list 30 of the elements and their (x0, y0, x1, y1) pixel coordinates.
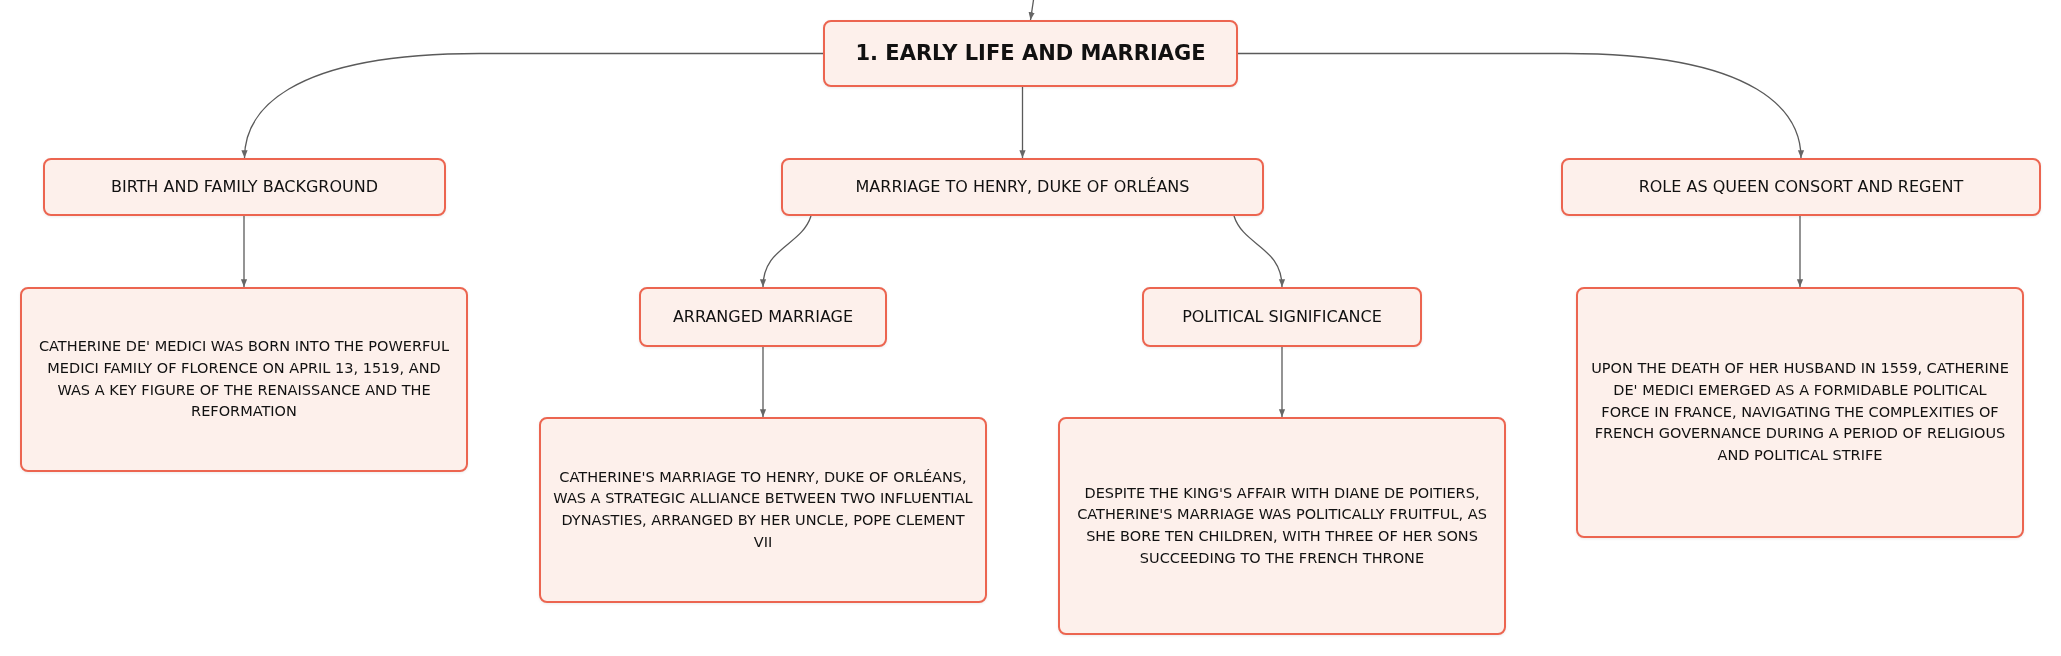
topic-box (639, 287, 887, 347)
topic-label: POLITICAL SIGNIFICANCE (1182, 307, 1382, 327)
connector-arrow (759, 346, 767, 418)
description-text: UPON THE DEATH OF HER HUSBAND IN 1559, CATHERINE DE' MEDICI EMERGED AS A FORMIDABLE POLITICAL FORCE IN FRANCE, NAVIGATING THE COMPLEXITIES OF FRENCH GOVERNANCE DURING A PERIOD OF RELIGIOUS AND POLITICAL STRIFE (1590, 359, 2010, 466)
description-box (20, 287, 468, 472)
description-box (1576, 287, 2024, 538)
topic-box (1561, 158, 2041, 216)
description-text: CATHERINE'S MARRIAGE TO HENRY, DUKE OF ORLÉANS, WAS A STRATEGIC ALLIANCE BETWEEN TWO INFLUENTIAL DYNASTIES, ARRANGED BY HER UNCLE, POPE CLEMENT VII (552, 467, 974, 552)
connector-arrow (1237, 52, 1804, 159)
connector-arrow (1278, 346, 1286, 418)
topic-label: 1. EARLY LIFE AND MARRIAGE (855, 40, 1206, 67)
connector-arrow (1019, 86, 1026, 159)
description-text: DESPITE THE KING'S AFFAIR WITH DIANE DE POITIERS, CATHERINE'S MARRIAGE WAS POLITICALLY FRUITFUL, AS SHE BORE TEN CHILDREN, WITH THREE OF HER SONS SUCCEEDING TO THE FRENCH THRONE (1076, 483, 1488, 568)
connector-arrow (1233, 215, 1285, 288)
topic-box (1142, 287, 1422, 347)
connector-arrow (760, 215, 812, 288)
connector-arrow (242, 52, 824, 159)
description-text: CATHERINE DE' MEDICI WAS BORN INTO THE POWERFUL MEDICI FAMILY OF FLORENCE ON APRIL 13, 1519, AND WAS A KEY FIGURE OF THE RENAISSANCE AND THE REFORMATION (37, 337, 451, 422)
description-box (1058, 417, 1506, 635)
description-box (539, 417, 987, 603)
connector-arrow (1796, 215, 1804, 288)
central-topic-box (823, 20, 1238, 87)
topic-label: ROLE AS QUEEN CONSORT AND REGENT (1638, 177, 1964, 197)
topic-label: BIRTH AND FAMILY BACKGROUND (110, 177, 379, 197)
connector-arrow (240, 215, 248, 288)
topic-box (43, 158, 446, 216)
topic-label: ARRANGED MARRIAGE (672, 307, 854, 327)
connector-arrow (1028, 0, 1035, 21)
topic-box (781, 158, 1264, 216)
topic-label: MARRIAGE TO HENRY, DUKE OF ORLÉANS (855, 177, 1190, 197)
